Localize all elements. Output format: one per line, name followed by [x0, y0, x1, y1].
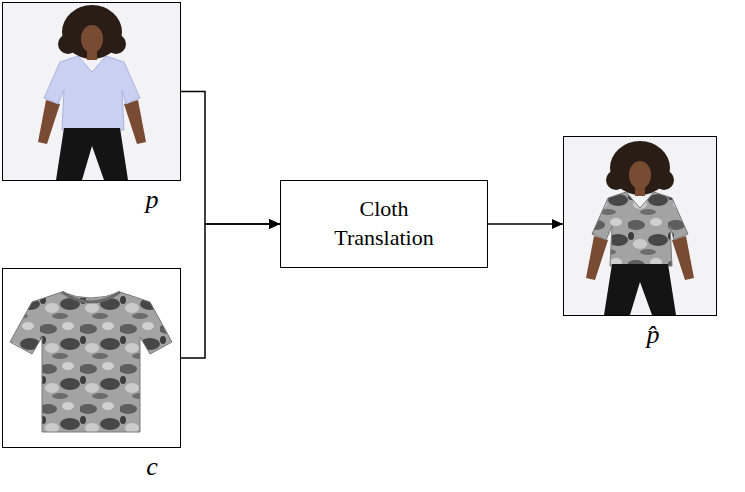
connector-arrow — [181, 92, 280, 230]
connector-line — [181, 92, 280, 225]
box-text: Cloth Translation — [319, 195, 449, 252]
image-frame: p̂ — [563, 136, 717, 316]
connector-arrow — [488, 219, 563, 229]
image-label: p̂ — [647, 321, 660, 350]
arrow-head — [269, 219, 280, 229]
result-photo — [564, 137, 716, 315]
image-label: c — [146, 453, 158, 482]
image-frame: p — [2, 2, 181, 181]
person-photo — [3, 3, 180, 180]
image-label: p — [146, 186, 159, 215]
arrow-head — [552, 219, 563, 229]
process-box: Cloth Translation — [280, 180, 488, 268]
image-frame: c — [2, 268, 181, 448]
connector-line — [488, 223, 563, 225]
connector-line — [181, 224, 280, 358]
connector-arrow — [181, 219, 280, 358]
cloth-photo — [3, 269, 180, 447]
arrow-head — [269, 219, 280, 229]
